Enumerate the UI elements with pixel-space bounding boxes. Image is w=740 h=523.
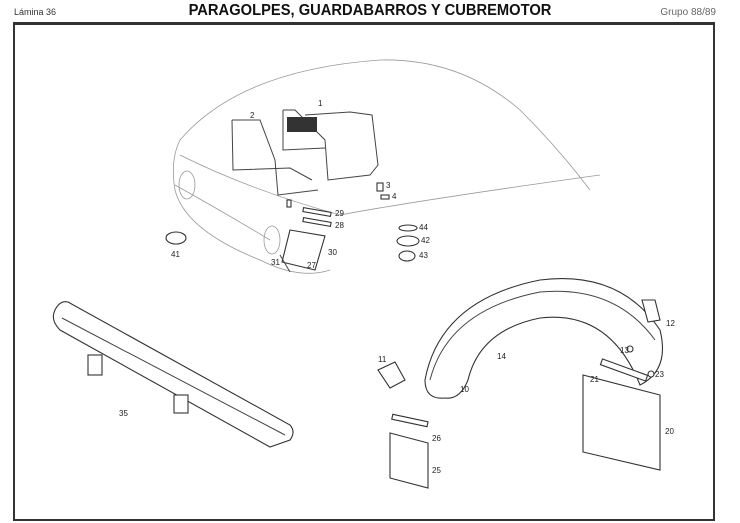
callout-11: 11: [378, 355, 387, 364]
callout-23: 23: [655, 370, 664, 379]
callout-41: 41: [171, 250, 180, 259]
diagram-frame: [13, 22, 715, 521]
callout-44: 44: [419, 223, 428, 232]
callout-43: 43: [419, 251, 428, 260]
callout-10: 10: [460, 385, 469, 394]
mudflap: [582, 345, 661, 471]
callout-35: 35: [119, 409, 128, 418]
callout-3: 3: [386, 181, 391, 190]
callout-20: 20: [665, 427, 674, 436]
callout-25: 25: [432, 466, 441, 475]
callout-26: 26: [432, 434, 441, 443]
callout-2: 2: [250, 111, 255, 120]
callout-1: 1: [318, 99, 323, 108]
callout-30: 30: [328, 248, 337, 257]
callout-4: 4: [392, 192, 397, 201]
bumper: [52, 301, 294, 448]
hood-frame-1: [282, 109, 379, 181]
small-parts: [165, 182, 420, 273]
hood-frame-2: [231, 119, 319, 196]
car-body-outline: [172, 59, 601, 274]
group-number: Grupo 88/89: [660, 7, 716, 18]
callout-21: 21: [590, 375, 599, 384]
callout-31: 31: [271, 258, 280, 267]
page-title: PARAGOLPES, GUARDABARROS Y CUBREMOTOR: [188, 2, 552, 19]
callout-14: 14: [497, 352, 506, 361]
callout-29: 29: [335, 209, 344, 218]
fender: [377, 278, 664, 399]
callout-28: 28: [335, 221, 344, 230]
callout-27: 27: [307, 261, 316, 270]
callout-12: 12: [666, 319, 675, 328]
license-plate: [389, 413, 429, 489]
plate-number: Lámina 36: [14, 7, 57, 17]
callout-42: 42: [421, 236, 430, 245]
callout-13: 13: [620, 346, 629, 355]
